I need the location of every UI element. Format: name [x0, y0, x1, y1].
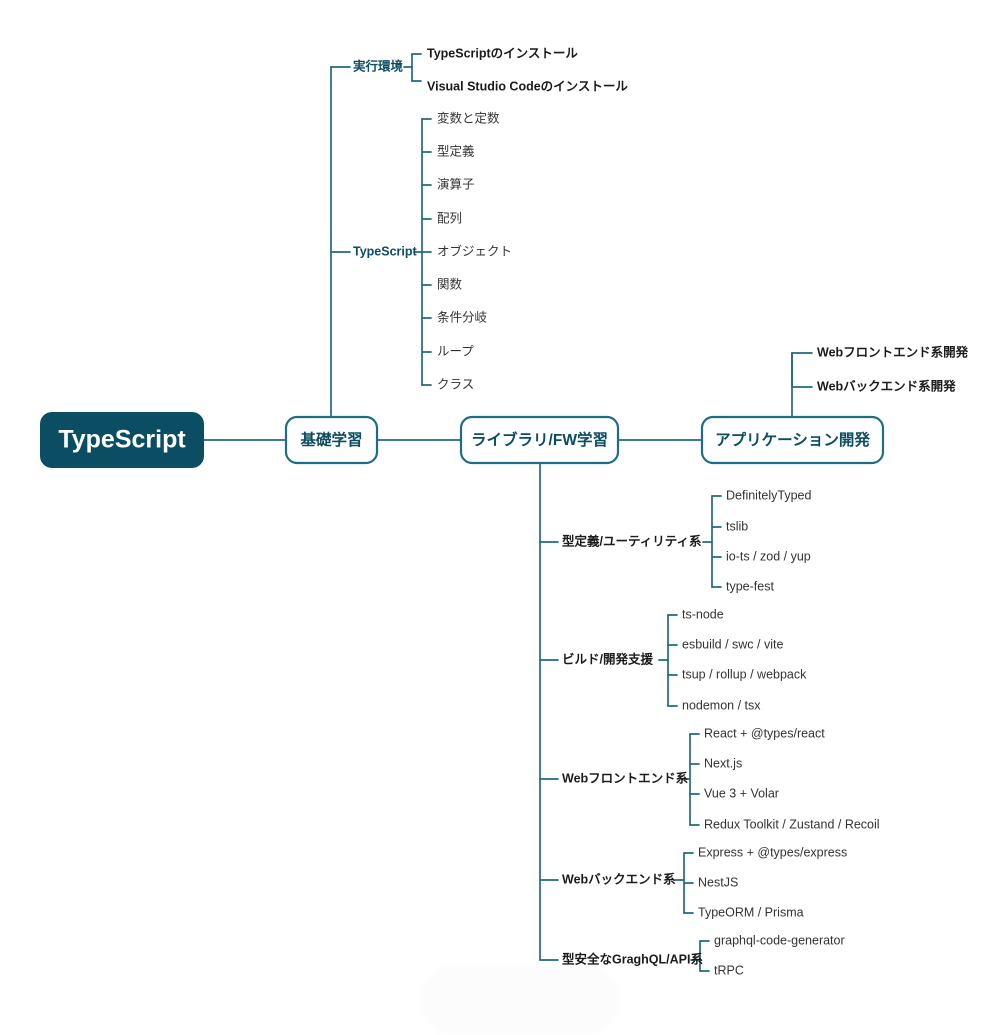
main-node-app[interactable]: アプリケーション開発: [700, 415, 885, 465]
branch-label-typescript[interactable]: TypeScript: [353, 244, 418, 258]
leaf-tsup-rollup-webpack[interactable]: tsup / rollup / webpack: [682, 667, 807, 681]
main-node-kiso-label: 基礎学習: [299, 430, 362, 449]
branch-label-build-devsupport[interactable]: ビルド/開発支援: [562, 651, 653, 666]
library-subtree-connectors: [539, 462, 722, 972]
leaf-io-ts-zod-yup[interactable]: io-ts / zod / yup: [726, 549, 811, 563]
main-node-kiso-box[interactable]: [284, 415, 379, 465]
leaf-variables-constants[interactable]: 変数と定数: [437, 110, 500, 125]
leaf-vue3-volar[interactable]: Vue 3 + Volar: [704, 786, 779, 800]
background-watermark: [420, 965, 620, 1035]
branch-label-web-backend-dev[interactable]: Webバックエンド系開発: [817, 378, 956, 393]
root-node[interactable]: TypeScript: [40, 412, 204, 468]
leaf-ts-node[interactable]: ts-node: [682, 607, 724, 621]
leaf-type-definition[interactable]: 型定義: [437, 143, 475, 158]
branch-label-web-backend[interactable]: Webバックエンド系: [562, 871, 676, 886]
leaf-trpc[interactable]: tRPC: [714, 963, 744, 977]
leaf-nextjs[interactable]: Next.js: [704, 756, 742, 770]
main-node-app-box[interactable]: [700, 415, 885, 465]
leaf-vscode-install[interactable]: Visual Studio Codeのインストール: [427, 79, 628, 93]
leaf-function[interactable]: 関数: [437, 276, 463, 291]
leaf-operators[interactable]: 演算子: [437, 176, 475, 191]
leaf-tslib[interactable]: tslib: [726, 519, 748, 533]
branch-label-web-frontend-dev[interactable]: Webフロントエンド系開発: [817, 344, 969, 359]
leaf-object[interactable]: オブジェクト: [437, 243, 512, 258]
branch-label-jikkou-kankyou[interactable]: 実行環境: [353, 58, 404, 73]
kiso-subtree-connectors: [330, 53, 432, 418]
leaf-react-types-react[interactable]: React + @types/react: [704, 726, 825, 740]
branch-label-typesafe-graphql-api[interactable]: 型安全なGraghQL/API系: [562, 951, 703, 966]
leaf-type-fest[interactable]: type-fest: [726, 579, 774, 593]
leaf-typescript-install[interactable]: TypeScriptのインストール: [427, 46, 578, 60]
leaf-conditional[interactable]: 条件分岐: [437, 310, 488, 324]
leaf-loop[interactable]: ループ: [437, 344, 474, 358]
branch-label-web-frontend[interactable]: Webフロントエンド系: [562, 770, 689, 785]
branch-label-type-utility[interactable]: 型定義/ユーティリティ系: [562, 533, 702, 548]
main-node-library-label: ライブラリ/FW学習: [471, 430, 608, 449]
leaf-typeorm-prisma[interactable]: TypeORM / Prisma: [698, 905, 804, 919]
leaf-redux-zustand-recoil[interactable]: Redux Toolkit / Zustand / Recoil: [704, 817, 880, 831]
leaf-array[interactable]: 配列: [437, 211, 462, 225]
leaf-class[interactable]: クラス: [437, 377, 474, 391]
leaf-nestjs[interactable]: NestJS: [698, 875, 738, 889]
app-subtree-connectors: [791, 352, 813, 418]
main-node-app-label: アプリケーション開発: [715, 430, 870, 449]
main-node-library[interactable]: ライブラリ/FW学習: [459, 415, 620, 465]
leaf-esbuild-swc-vite[interactable]: esbuild / swc / vite: [682, 637, 783, 651]
leaf-express-types-express[interactable]: Express + @types/express: [698, 845, 847, 859]
leaf-definitelytyped[interactable]: DefinitelyTyped: [726, 488, 812, 502]
leaf-nodemon-tsx[interactable]: nodemon / tsx: [682, 698, 761, 712]
leaf-graphql-code-generator[interactable]: graphql-code-generator: [714, 933, 845, 947]
root-node-box[interactable]: [40, 412, 204, 468]
root-node-label: TypeScript: [58, 426, 186, 454]
main-node-library-box[interactable]: [459, 415, 620, 465]
main-node-kiso[interactable]: 基礎学習: [284, 415, 379, 465]
